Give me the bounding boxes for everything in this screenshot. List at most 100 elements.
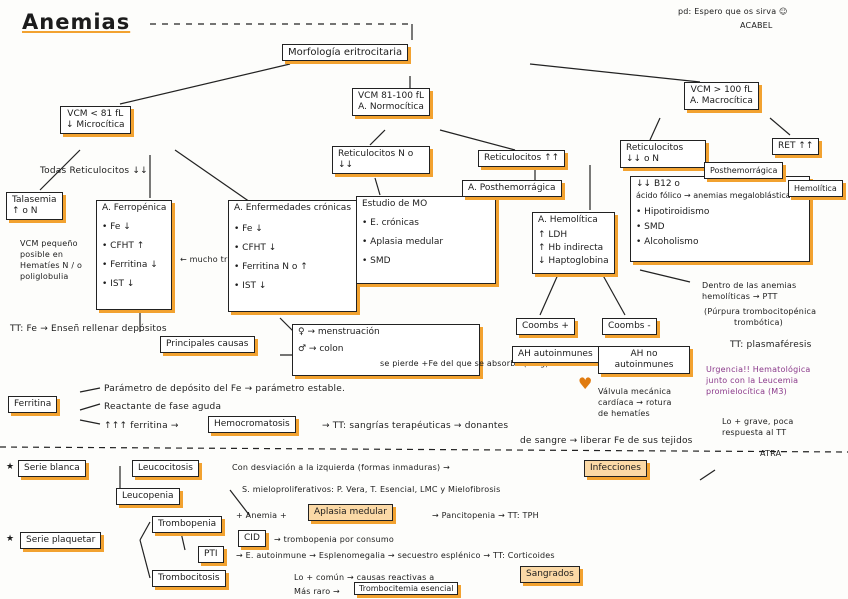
talasemia-title: Talasemia: [12, 195, 57, 205]
ferritina-item: Reactante de fase aguda: [104, 402, 222, 412]
smp-note: S. mieloproliferativos: P. Vera, T. Esen…: [242, 485, 501, 494]
estudio-title: Estudio de MO: [362, 199, 428, 209]
cronicas-item: • IST ↓: [234, 281, 267, 291]
node-principales-causas: Principales causas: [160, 336, 255, 353]
node-ah-no-autoinmunes: AH no autoinmunes: [598, 346, 690, 374]
node-causas-detail: ♀ → menstruación ♂ → colon: [292, 324, 480, 376]
ptt-note-line: trombótica): [734, 318, 783, 327]
talasemia-note-line: Hematíes N / o: [20, 261, 83, 270]
heart-icon: ♥: [578, 374, 593, 393]
cronicas-title: A. Enfermedades crónicas: [234, 203, 352, 213]
node-coombs-pos: Coombs +: [516, 318, 575, 335]
hemolitica-title: A. Hemolítica: [538, 215, 598, 225]
microcitica-label: ↓ Microcítica: [66, 120, 125, 130]
node-infecciones: Infecciones: [584, 460, 647, 477]
node-reticulocitos-high: Reticulocitos ↑↑: [478, 150, 566, 167]
cronicas-item: • Fe ↓: [234, 224, 263, 234]
node-hemolitica: A. Hemolítica ↑ LDH ↑ Hb indirecta ↓ Hap…: [532, 212, 615, 274]
macro-item: • Alcoholismo: [636, 237, 699, 247]
node-cronicas: A. Enfermedades crónicas • Fe ↓ • CFHT ↓…: [228, 200, 358, 312]
tt-ferropenica: TT: Fe → Enseñ rellenar depósitos: [10, 324, 167, 334]
causa-hombre: ♂ → colon: [298, 344, 344, 354]
node-macro-hemo: Hemolítica: [788, 180, 843, 197]
talasemia-note-line: VCM pequeño: [20, 239, 78, 248]
ferritina-item: ↑↑↑ ferritina →: [104, 421, 179, 431]
macro-item: • SMD: [636, 222, 665, 232]
lenta-line: Lo + grave, poca: [722, 417, 794, 426]
no-auto-note: Válvula mecánica cardíaca → rotura de he…: [598, 386, 672, 419]
node-macro-causes: ↓↓ B12 o ácido fólico → anemias megalobl…: [630, 176, 810, 262]
pti-note: → E. autoinmune → Esplenomegalia → secue…: [236, 551, 555, 560]
star-icon: ★: [6, 462, 15, 472]
node-macro-post: Posthemorrágica: [704, 162, 784, 179]
ferropenica-item: • Fe ↓: [102, 222, 131, 232]
node-sangrados: Sangrados: [520, 566, 580, 583]
vcm-macro-label: VCM > 100 fL: [690, 85, 753, 95]
macro-item: • Hipotiroidismo: [636, 207, 710, 217]
root-node-morfologia: Morfología eritrocitaria: [282, 44, 409, 61]
talasemia-note-line: poliglobulia: [20, 272, 69, 281]
junto-line: junto con la Leucemia: [706, 376, 799, 385]
node-ah-autoinmunes: AH autoinmunes: [512, 346, 599, 363]
dentro-anemias-note: Dentro de las anemias hemolíticas → PTT: [702, 280, 796, 302]
node-reticulocitos-low: Reticulocitos N o ↓↓: [332, 146, 430, 174]
talasemia-note-line: posible en: [20, 250, 64, 259]
author-name: ACABEL: [740, 21, 773, 30]
page-title: Anemias: [22, 10, 131, 34]
node-vcm-micro: VCM < 81 fL ↓ Microcítica: [60, 106, 131, 134]
cronicas-item: • CFHT ↓: [234, 243, 277, 253]
lenta-note: Lo + grave, poca respuesta al TT: [722, 416, 794, 438]
node-ferropenica: A. Ferropénica • Fe ↓ • CFHT ↑ • Ferriti…: [96, 200, 173, 310]
urgencia-note: Urgencia!! Hematológica junto con la Leu…: [706, 364, 811, 397]
talasemia-note: VCM pequeño posible en Hematíes N / o po…: [20, 238, 82, 282]
node-leucocitosis: Leucocitosis: [132, 460, 199, 477]
junto-line: promielocítica (M3): [706, 387, 787, 396]
ferritina-item: de sangre → liberar Fe de sus tejidos: [520, 436, 693, 446]
macrocitica-label: A. Macrocítica: [690, 96, 753, 106]
lenta-line: respuesta al TT: [722, 428, 787, 437]
macro-item: ácido fólico → anemias megaloblásticas: [636, 191, 795, 200]
node-macro-reticulocitos: Reticulocitos ↓↓ o N: [620, 140, 706, 168]
todas-reticulocitos-text: Todas Reticulocitos ↓↓: [40, 166, 148, 176]
estudio-item: • E. crónicas: [362, 218, 419, 228]
cronicas-item: • Ferritina N o ↑: [234, 262, 308, 272]
macro-item: ↓↓ B12 o: [636, 179, 680, 189]
ferropenica-item: • Ferritina ↓: [102, 260, 158, 270]
node-trombocitemia-esencial: Trombocitemia esencial: [354, 582, 459, 595]
node-trombocitosis: Trombocitosis: [152, 570, 226, 587]
no-auto-note-line: de hematíes: [598, 409, 650, 418]
no-auto-note-line: cardíaca → rotura: [598, 398, 672, 407]
ferropenica-item: • IST ↓: [102, 279, 135, 289]
comun-note: Lo + común → causas reactivas a: [294, 573, 435, 582]
node-serie-blanca: Serie blanca: [18, 460, 86, 477]
causa-mujer: ♀ → menstruación: [298, 327, 380, 337]
node-ret-high: RET ↑↑: [772, 138, 820, 155]
node-ferritina: Ferritina: [8, 396, 58, 413]
node-cid: CID: [238, 530, 266, 547]
ptt-note-line: (Púrpura trombocitopénica: [704, 307, 817, 316]
urgencia-line: Urgencia!! Hematológica: [706, 365, 811, 374]
ferropenica-item: • CFHT ↑: [102, 241, 145, 251]
estudio-item: • SMD: [362, 256, 391, 266]
dentro-line: Dentro de las anemias: [702, 281, 797, 290]
author-note: pd: Espero que os sirva ☺: [678, 7, 788, 16]
ptt-note: (Púrpura trombocitopénica trombótica): [704, 306, 816, 328]
node-leucopenia: Leucopenia: [116, 488, 180, 505]
estudio-item: • Aplasia medular: [362, 237, 444, 247]
ferropenica-title: A. Ferropénica: [102, 203, 167, 213]
star-icon: ★: [6, 534, 15, 544]
hemolitica-item: ↑ LDH: [538, 230, 568, 240]
anemia-note: + Anemia +: [236, 511, 287, 520]
normocitica-label: A. Normocítica: [358, 102, 424, 112]
cid-note: → trombopenia por consumo: [274, 535, 394, 544]
tt-plasmaferesis: TT: plasmaféresis: [730, 340, 812, 350]
node-estudio-mo: Estudio de MO • E. crónicas • Aplasia me…: [356, 196, 496, 284]
no-auto-note-line: Válvula mecánica: [598, 387, 672, 396]
talasemia-line: ↑ o N: [12, 206, 38, 216]
node-vcm-macro: VCM > 100 fL A. Macrocítica: [684, 82, 759, 110]
hemolitica-item: ↑ Hb indirecta: [538, 243, 604, 253]
pancitopenia-note: → Pancitopenia → TT: TPH: [432, 511, 539, 520]
node-trombopenia: Trombopenia: [152, 516, 223, 533]
node-aplasia-medular: Aplasia medular: [308, 504, 393, 521]
